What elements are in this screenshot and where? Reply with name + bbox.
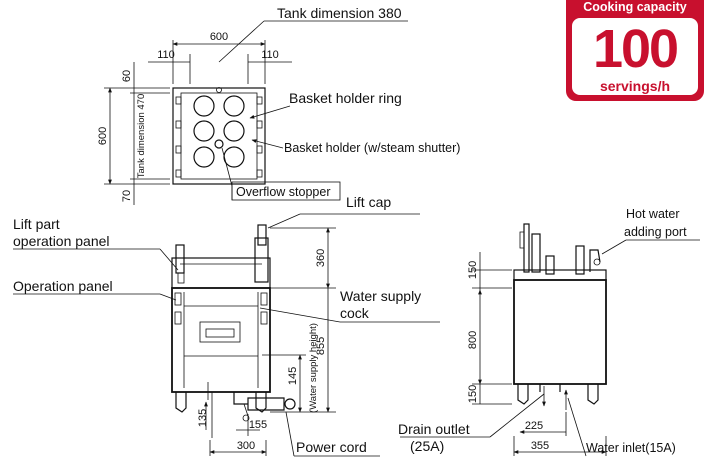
overflow-stopper-mark: [214, 139, 224, 149]
cooking-capacity-badge: Cooking capacity 100 servings/h: [566, 0, 704, 101]
badge-inner: 100 servings/h: [572, 18, 698, 95]
basket-1: [193, 95, 215, 117]
water-supply-label-1: Water supply: [340, 288, 421, 304]
side-body: [513, 279, 607, 385]
overflow-stopper-box: [231, 181, 341, 201]
badge-unit: servings/h: [599, 78, 671, 94]
water-supply-note: (Water supply height): [308, 323, 319, 413]
power-cord-label: Power cord: [296, 439, 367, 455]
lift-cap-top-mark: [216, 87, 222, 93]
dim-side-top: 150: [467, 261, 479, 279]
lift-cap: [257, 224, 267, 246]
drain-label-2: (25A): [410, 438, 444, 454]
tank-outline: [180, 92, 258, 180]
drain-label-1: Drain outlet: [398, 421, 470, 437]
dim-bottom-margin: 70: [121, 190, 133, 202]
water-inlet-label: Water inlet(15A): [586, 441, 676, 455]
dim-top-margin: 60: [121, 70, 133, 82]
side-pipe-1: [523, 223, 530, 273]
front-body: [171, 287, 271, 393]
dim-left-margin: 110: [157, 49, 175, 61]
top-view: 600 110 110 Tank dimension 380 600 60 70…: [97, 5, 460, 205]
lift-part-label-2: operation panel: [13, 233, 110, 249]
hot-water-label-1: Hot water: [626, 207, 680, 221]
hot-water-port: [589, 249, 601, 272]
power-cord-plug: [247, 397, 285, 411]
dim-side-width: 355: [531, 440, 549, 452]
badge-number: 100: [592, 19, 679, 79]
overflow-stopper-label: Overflow stopper: [236, 185, 330, 199]
dim-front-top: 360: [315, 249, 327, 267]
operation-panel-label: Operation panel: [13, 278, 113, 294]
lift-cap-label: Lift cap: [346, 194, 391, 210]
water-supply-label-2: cock: [340, 305, 370, 321]
dim-top-depth: 600: [97, 127, 109, 145]
basket-4: [223, 120, 245, 142]
dim-top-width: 600: [210, 31, 228, 43]
hot-water-label-2: adding port: [624, 225, 687, 239]
dim-front-bottom: 135: [197, 409, 209, 427]
dim-water-supply: 145: [287, 367, 299, 385]
basket-3: [193, 120, 215, 142]
tank-width-label: Tank dimension 380: [277, 5, 402, 21]
dim-front-width: 300: [237, 440, 255, 452]
lift-part-label-1: Lift part: [13, 216, 60, 232]
basket-holder-label: Basket holder (w/steam shutter): [284, 141, 460, 155]
dim-front-height: 855: [315, 337, 327, 355]
tank-depth-label: Tank dimension 470: [136, 94, 147, 179]
side-view: 150 800 150 225 355 Hot water adding por…: [398, 207, 700, 457]
badge-title: Cooking capacity: [583, 0, 687, 14]
front-view: 360 855 145 (Water supply height) 135 15…: [13, 194, 440, 457]
basket-6: [223, 146, 245, 168]
dim-right-margin: 110: [261, 49, 279, 61]
basket-5: [193, 146, 215, 168]
top-view-body: [172, 87, 266, 185]
front-control-panel: [205, 328, 235, 338]
basket-holder-ring-label: Basket holder ring: [289, 90, 402, 106]
dim-side-bottom: 150: [467, 385, 479, 403]
dim-cord: 155: [249, 419, 267, 431]
dim-side-body: 800: [467, 331, 479, 349]
basket-2: [223, 95, 245, 117]
dim-side-inlet: 225: [525, 420, 543, 432]
